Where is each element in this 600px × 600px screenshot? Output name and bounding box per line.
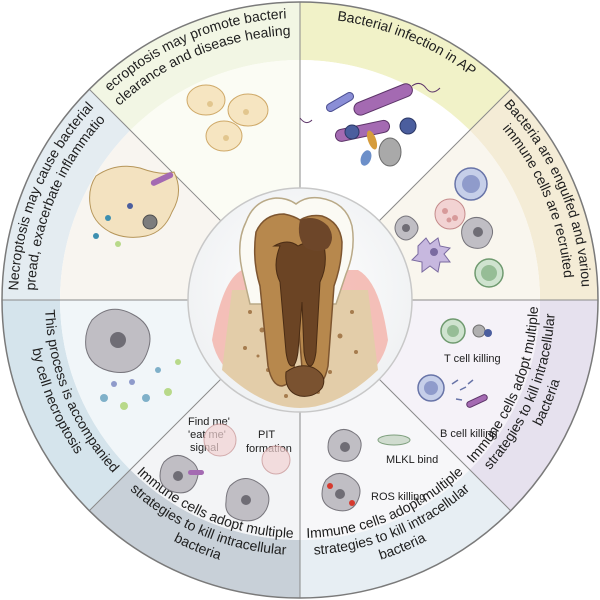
neutrophil-icon xyxy=(434,198,466,230)
mlkl-protein-icon xyxy=(377,434,411,446)
segment-divider xyxy=(88,88,222,222)
dendritic-cell-icon xyxy=(410,237,452,273)
apoptotic-bodies-illustration xyxy=(186,84,269,152)
outer-segment-7 xyxy=(89,2,300,131)
bacteria-cluster-illustration xyxy=(299,82,441,167)
outer-segment-6 xyxy=(2,89,131,300)
bacterial-spread-illustration xyxy=(89,165,179,247)
outer-segment-3 xyxy=(300,469,511,598)
pit-formation-illustration: Find me' 'eat me' signal PIT formation xyxy=(159,416,292,522)
mlkl-bind-label: MLKL bind xyxy=(386,454,438,466)
segment-divider xyxy=(88,378,222,512)
mlkl-ros-illustration: MLKL bind ROS killing xyxy=(321,429,438,512)
tooth-cross-section-icon xyxy=(212,196,388,408)
outer-segment-4 xyxy=(89,469,300,598)
pit-formation-label-1: PIT xyxy=(258,429,275,441)
recruited-immune-cells-illustration xyxy=(394,167,504,288)
necroptotic-cell-illustration xyxy=(85,308,181,410)
segment-divider xyxy=(378,88,512,222)
inner-segment-2 xyxy=(379,300,540,470)
cocci-bacteria-icon xyxy=(344,117,417,167)
outer-segment-0 xyxy=(300,2,511,131)
b-cell-killing-label: B cell killing xyxy=(440,428,497,440)
lymphocyte-killing-illustration: T cell killing B cell killing xyxy=(417,318,501,440)
ros-icon xyxy=(327,483,333,489)
outer-segment-2 xyxy=(469,300,598,511)
outer-segment-1 xyxy=(469,89,598,300)
ros-killing-label: ROS killing xyxy=(371,491,425,503)
t-cell-killing-label: T cell killing xyxy=(444,353,501,365)
segment-divider xyxy=(378,378,512,512)
cell-fragment-icon xyxy=(186,84,226,116)
outer-segment-5 xyxy=(2,300,131,511)
